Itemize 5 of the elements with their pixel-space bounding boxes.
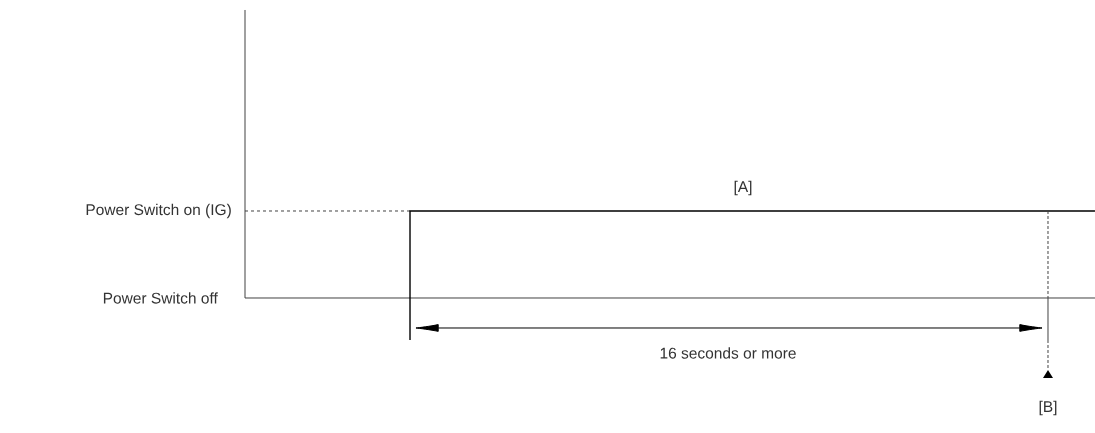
level-label: Power Switch off <box>103 292 218 304</box>
callout-label: [B] <box>1039 400 1057 416</box>
callout-label: [A] <box>734 180 752 196</box>
level-label: Power Switch on (IG) <box>86 203 231 219</box>
dimension-label: 16 seconds or more <box>660 347 796 359</box>
